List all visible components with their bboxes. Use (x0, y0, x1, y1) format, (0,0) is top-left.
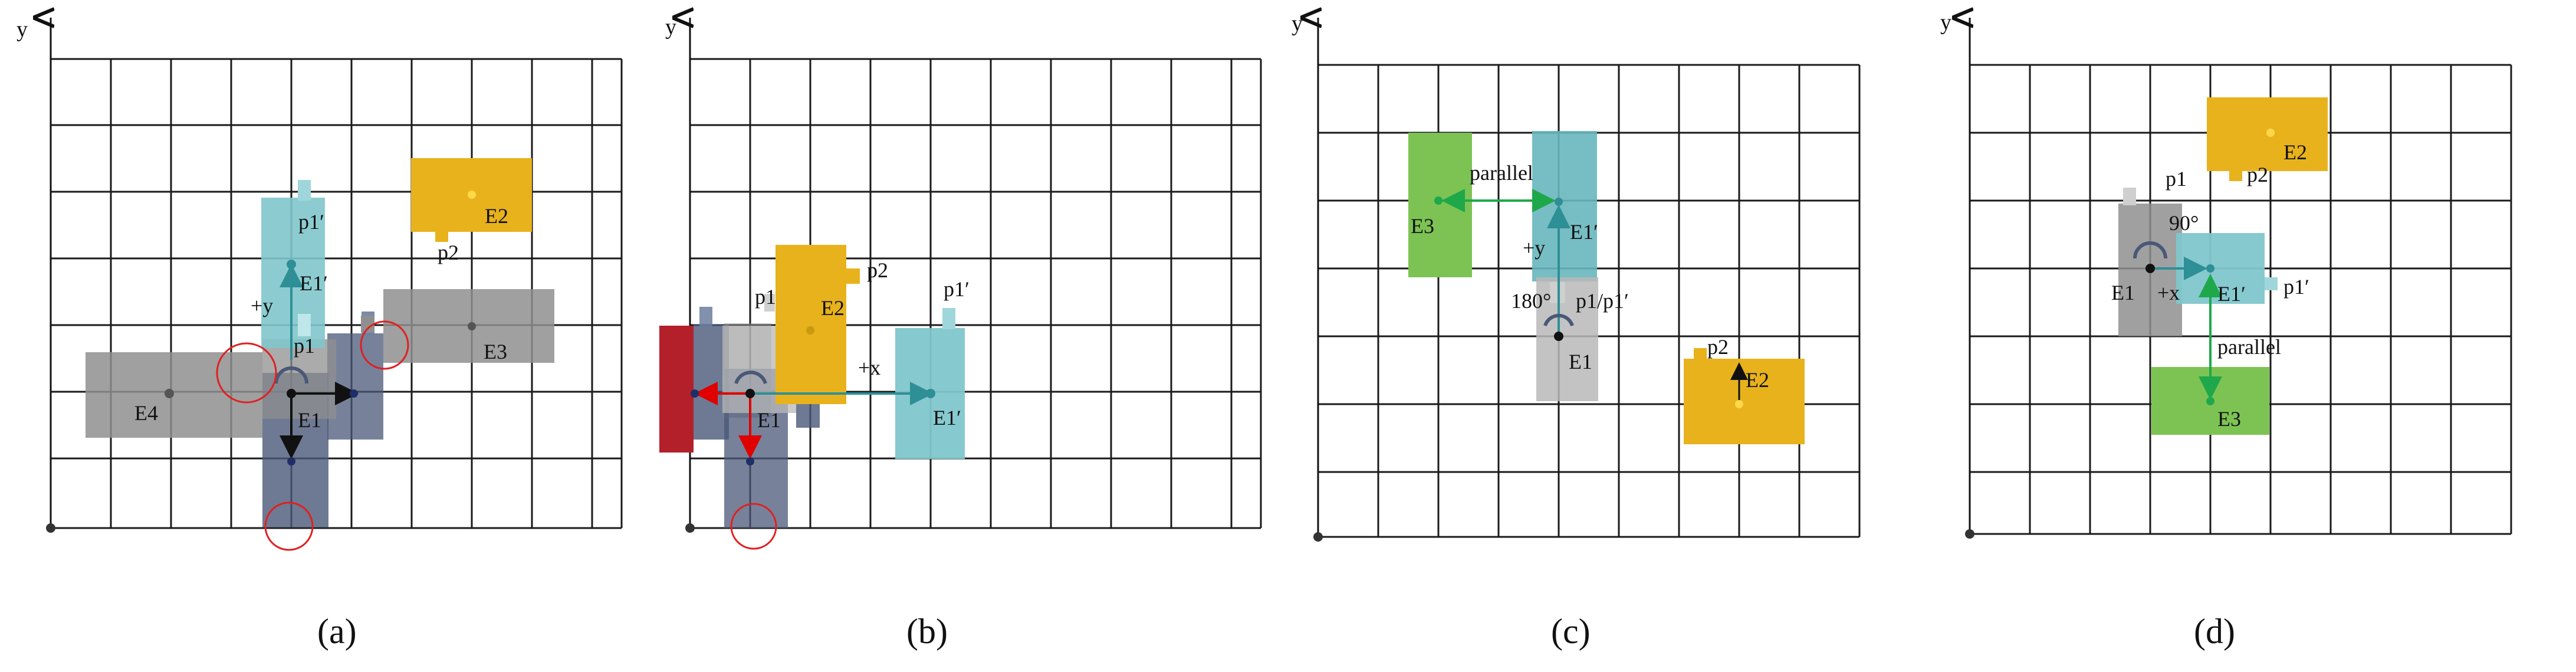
label-move-a: +y (251, 294, 273, 317)
label-e3-c: E3 (1411, 214, 1434, 238)
label-e4: E4 (134, 401, 158, 425)
caption-b: (b) (906, 612, 948, 651)
label-p1-d: p1 (2166, 167, 2187, 191)
label-e1-prime-b: E1′ (933, 406, 961, 430)
block-e2 (1684, 359, 1805, 444)
label-p2-b: p2 (867, 258, 888, 282)
label-relation-d: parallel (2217, 335, 2281, 359)
panel-d: y p1 p2 E2 90° E1 +x E1′ p1′ parallel E3… (1940, 10, 2512, 651)
origin-a (46, 523, 55, 533)
caption-c: (c) (1551, 612, 1591, 651)
collision-marker (216, 342, 277, 404)
label-e2-a: E2 (485, 204, 508, 228)
axis-label-y-a: y (17, 17, 28, 42)
label-p1-a: p1 (294, 334, 315, 358)
label-p1p1p-c: p1/p1′ (1576, 289, 1629, 313)
panel-b: y p1 E2 p2 +x p1′ E1′ E1 (b) (659, 15, 1262, 651)
label-relation-c: parallel (1470, 161, 1533, 185)
collision-marker (730, 503, 777, 550)
label-e2-d: E2 (2283, 140, 2307, 164)
label-e1-prime-d: E1′ (2217, 282, 2246, 306)
label-e2-c: E2 (1746, 368, 1769, 392)
label-e1-b: E1 (757, 408, 781, 432)
label-move-d: +x (2157, 281, 2180, 304)
caption-a: (a) (317, 612, 357, 651)
collision-marker (264, 501, 314, 551)
axis-label-y-b: y (665, 15, 676, 40)
label-p2-c: p2 (1707, 335, 1729, 359)
label-e1-prime-a: E1′ (300, 271, 328, 295)
label-p1-prime-b: p1′ (944, 277, 970, 301)
collision-marker (360, 320, 409, 370)
label-e1-d: E1 (2111, 281, 2135, 304)
block-e2 (776, 245, 846, 404)
label-e3-d: E3 (2217, 407, 2241, 431)
label-p1-prime-a: p1′ (298, 210, 324, 234)
block-red (659, 326, 694, 453)
axis-label-y-d: y (1940, 10, 1951, 35)
label-e1-c: E1 (1569, 350, 1592, 373)
label-p1-b: p1 (755, 285, 776, 309)
block-e1 (1536, 277, 1598, 401)
label-e3-a: E3 (484, 340, 507, 363)
label-move-c: +y (1523, 236, 1545, 260)
axis-label-y-c: y (1292, 11, 1303, 36)
label-angle-d: 90° (2169, 211, 2199, 235)
grid-b (689, 58, 1262, 529)
label-move-b: +x (858, 356, 880, 379)
label-p2-a: p2 (438, 241, 459, 264)
label-p1-prime-d: p1′ (2283, 275, 2309, 299)
label-e1-prime-c: E1′ (1570, 220, 1598, 244)
block-e3 (1408, 133, 1472, 277)
label-angle-c: 180° (1511, 289, 1551, 313)
caption-d: (d) (2194, 612, 2235, 651)
label-p2-d: p2 (2247, 163, 2268, 186)
block-e4 (86, 352, 262, 438)
label-e2-b: E2 (821, 296, 845, 320)
panel-c: y E3 parallel +y E1′ 180° p1/p1′ E1 p2 E… (1292, 11, 1861, 651)
panel-a: y E4 E2 p2 E3 p1′ E1′ +y (17, 17, 623, 651)
label-e1-a: E1 (298, 408, 321, 432)
